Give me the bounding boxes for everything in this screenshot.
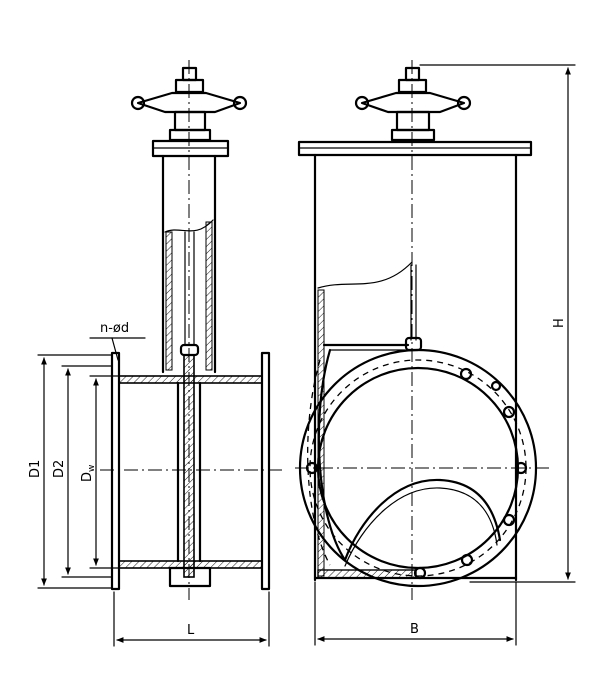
- dim-d1: D1: [28, 354, 113, 589]
- bonnet-tube-left: [161, 154, 217, 374]
- front-view: B H: [295, 60, 576, 646]
- dw-main: D: [80, 472, 95, 482]
- dw-label: Dw: [80, 465, 97, 482]
- dim-h: H: [419, 64, 576, 583]
- d1-label: D1: [28, 460, 43, 478]
- side-view: n-ød D1 D2 Dw L: [28, 60, 285, 647]
- body-left: [110, 351, 271, 591]
- dim-l: L: [113, 591, 270, 647]
- bolt-holes-label: n-ød: [100, 321, 129, 336]
- d2-label: D2: [52, 460, 67, 478]
- dw-sub: w: [87, 465, 97, 472]
- dim-dw: Dw: [80, 375, 120, 569]
- length-label: L: [187, 623, 195, 638]
- bolt-hole-leader: n-ød: [89, 321, 146, 361]
- dim-b: B: [314, 581, 517, 646]
- bolt-holes-right: [305, 367, 528, 580]
- handwheel-right: [354, 66, 472, 142]
- height-label: H: [552, 318, 567, 328]
- width-label: B: [410, 622, 419, 637]
- dim-d2: D2: [52, 365, 113, 578]
